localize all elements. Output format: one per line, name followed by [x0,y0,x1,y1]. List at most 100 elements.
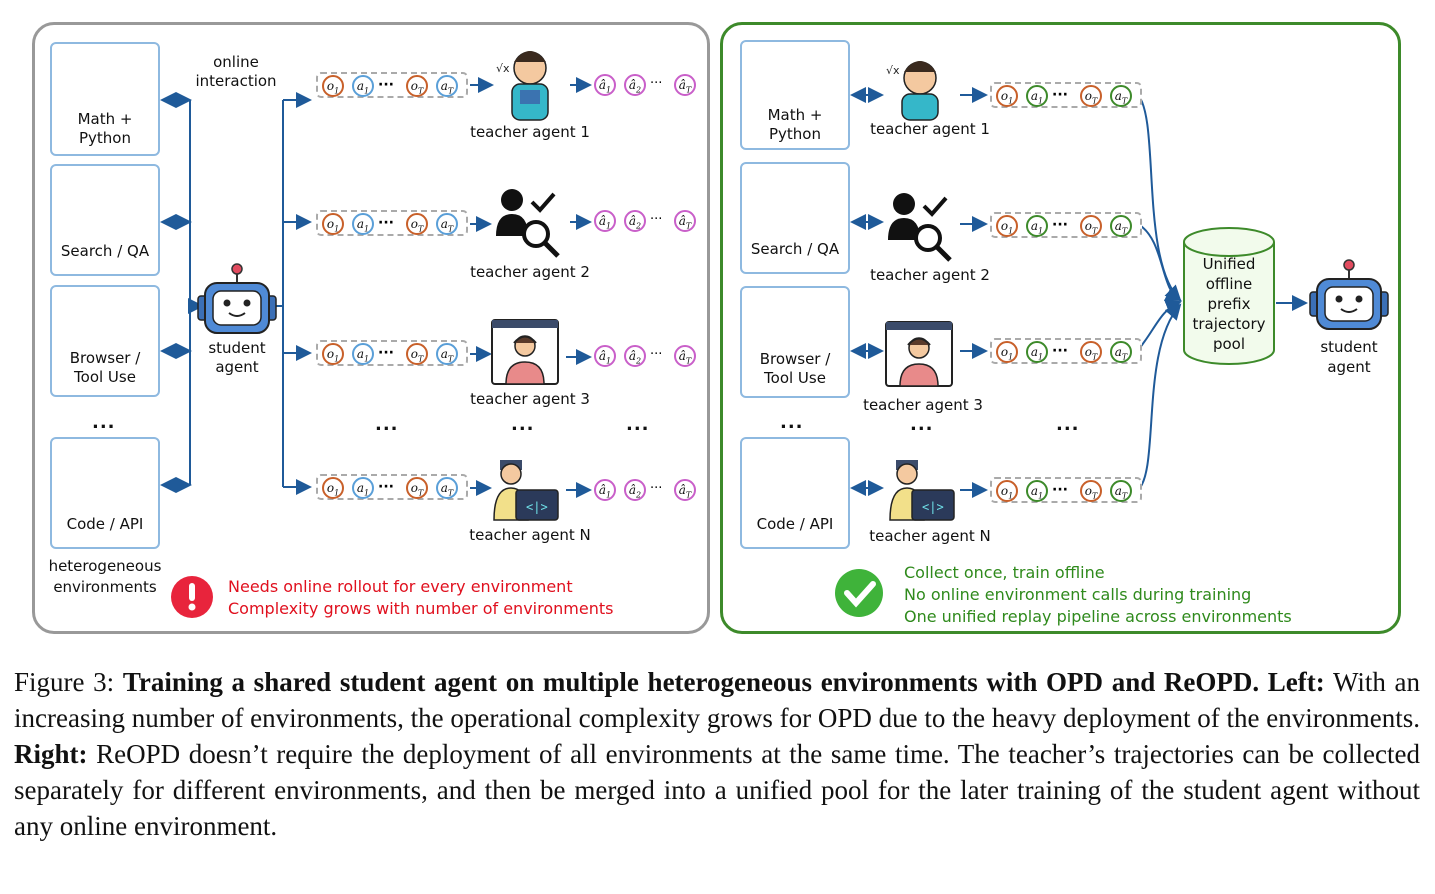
teacher-support-icon-right [885,321,953,387]
caption-prefix: Figure 3: [14,667,123,697]
obs-token: oT [1080,85,1102,107]
teacher-search-icon-right [888,193,952,262]
predicted-action-token: â2 [624,479,646,501]
teacher-coder-icon-right: <|> [889,460,955,521]
teacher-label-3: teacher agent 3 [470,390,590,408]
action-token: aT [1110,480,1132,502]
obs-token: oT [1080,215,1102,237]
obs-token: oT [1080,480,1102,502]
predicted-action-token: âT [674,479,696,501]
obs-token: o1 [322,477,344,499]
env-box-browser-tool-right: Browser / Tool Use [740,286,850,398]
teacher-label-1-right: teacher agent 1 [870,120,990,138]
obs-token: o1 [322,75,344,97]
env-box-search-qa-right: Search / QA [740,162,850,274]
teacher-label-3-right: teacher agent 3 [863,396,983,414]
warning-icon [171,576,213,618]
token-ellipsis: ··· [650,76,663,91]
warning-line-2: Complexity grows with number of environm… [228,599,614,618]
env-box-search-qa: Search / QA [50,164,160,276]
teacher-support-icon [491,319,559,385]
action-token: aT [436,477,458,499]
right-panel-reopd [720,22,1401,634]
obs-token: o1 [996,341,1018,363]
caption-right-text: ReOPD doesn’t require the deployment of … [14,739,1420,841]
teacher-search-icon [496,189,560,258]
benefit-line-3: One unified replay pipeline across envir… [904,607,1292,626]
predicted-action-token: âT [674,74,696,96]
token-ellipsis: ··· [378,77,394,93]
env-label: Browser / Tool Use [759,350,831,387]
row-ellipsis: ... [626,414,650,435]
caption-left-text: With an increasing number of environment… [14,667,1420,733]
warning-line-1: Needs online rollout for every environme… [228,577,573,596]
action-token: a1 [1026,341,1048,363]
env-label: Code / API [66,515,144,533]
action-token: a1 [1026,215,1048,237]
student-agent-label: student agent [208,339,266,376]
teacher-coder-icon: <|> [493,460,559,521]
env-label: Search / QA [750,240,840,258]
figure-caption: Figure 3: Training a shared student agen… [14,664,1420,844]
action-token: aT [1110,341,1132,363]
teacher-label-1: teacher agent 1 [470,123,590,141]
database-icon [1183,227,1275,365]
teacher-math-icon: √x [496,51,549,121]
benefit-line-2: No online environment calls during train… [904,585,1252,604]
caption-left-label: Left: [1259,667,1325,697]
predicted-action-token: â2 [624,345,646,367]
obs-token: oT [406,343,428,365]
teacher-label-2: teacher agent 2 [470,263,590,281]
env-caption: heterogeneous environments [48,557,162,596]
svg-text:<|>: <|> [922,500,944,514]
env-ellipsis: ... [780,412,804,433]
row-ellipsis: ... [910,414,934,435]
env-label: Math + Python [767,106,823,143]
obs-token: oT [406,477,428,499]
obs-token: o1 [322,213,344,235]
row-ellipsis: ... [375,414,399,435]
obs-token: o1 [996,480,1018,502]
env-label: Math + Python [77,110,133,147]
caption-title: Training a shared student agent on multi… [122,667,1260,697]
action-token: aT [436,213,458,235]
left-panel-opd [32,22,710,634]
action-token: a1 [352,75,374,97]
pool-label: Unified offline prefix trajectory pool [1192,255,1266,353]
teacher-math-icon-right: √x [886,61,939,121]
predicted-action-token: â2 [624,210,646,232]
online-interaction-label: online interaction [195,53,277,90]
obs-token: oT [406,213,428,235]
action-token: aT [1110,85,1132,107]
env-box-math-python: Math + Python [50,42,160,156]
obs-token: o1 [322,343,344,365]
teacher-label-2-right: teacher agent 2 [870,266,990,284]
predicted-action-token: â2 [624,74,646,96]
obs-token: oT [1080,341,1102,363]
token-ellipsis: ··· [1052,217,1068,233]
token-ellipsis: ··· [650,347,663,362]
svg-text:√x: √x [496,62,510,75]
obs-token: oT [406,75,428,97]
env-box-browser-tool: Browser / Tool Use [50,285,160,397]
token-ellipsis: ··· [378,345,394,361]
row-ellipsis: ... [1056,414,1080,435]
action-token: a1 [352,343,374,365]
obs-token: o1 [996,215,1018,237]
robot-icon-left [197,263,277,334]
predicted-action-token: â1 [594,345,616,367]
check-icon [835,569,883,617]
token-ellipsis: ··· [1052,343,1068,359]
env-box-math-python-right: Math + Python [740,40,850,150]
predicted-action-token: â1 [594,210,616,232]
action-token: a1 [1026,85,1048,107]
env-label: Code / API [756,515,834,533]
env-box-code-api: Code / API [50,437,160,549]
trajectory-sequence: o1 a1··· oT aT [990,338,1142,364]
